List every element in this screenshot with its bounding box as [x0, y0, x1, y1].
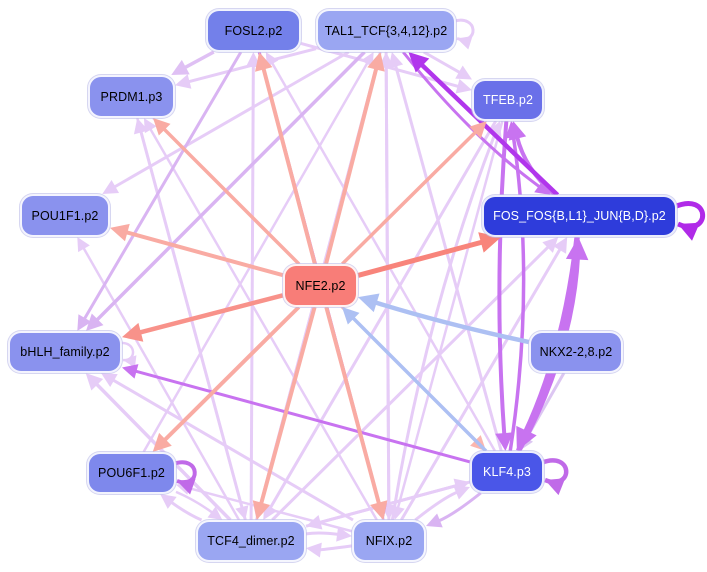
edge-TAL1-POU1F1 — [112, 50, 350, 189]
node-KLF4[interactable]: KLF4.p3 — [470, 451, 544, 493]
node-label: PRDM1.p3 — [100, 89, 163, 104]
node-TAL1[interactable]: TAL1_TCF{3,4,12}.p2 — [316, 9, 456, 52]
edge-NFIX-BHLH — [111, 378, 354, 522]
edge-NFE2-POU6F1 — [162, 305, 301, 443]
edge-FOS-TAL1 — [418, 61, 560, 197]
edge-TCF4-NFIX — [305, 531, 340, 537]
edge-TCF4-POU1F1 — [81, 246, 241, 521]
edge-TAL1-BHLH — [94, 50, 366, 323]
edge-FOSL2-PRDM1 — [182, 50, 215, 70]
node-TCF4[interactable]: TCF4_dimer.p2 — [196, 520, 306, 562]
edge-FOSL2-BHLH — [82, 51, 243, 321]
edge-POU6F1-TAL1 — [142, 61, 369, 453]
node-NKX[interactable]: NKX2-2,8.p2 — [529, 331, 623, 373]
edge-POU6F1-TCF4 — [175, 490, 214, 515]
edge-NFE2-FOSL2 — [261, 66, 317, 265]
node-BHLH[interactable]: bHLH_family.p2 — [8, 331, 122, 373]
node-label: TCF4_dimer.p2 — [207, 534, 295, 548]
node-label: TFEB.p2 — [482, 93, 534, 107]
node-FOSL2[interactable]: FOSL2.p2 — [206, 9, 301, 52]
node-label: FOSL2.p2 — [224, 23, 283, 38]
node-TFEB[interactable]: TFEB.p2 — [472, 79, 544, 121]
edge-NFIX-KLF4 — [414, 490, 459, 522]
node-POU6F1[interactable]: POU6F1.p2 — [87, 452, 176, 494]
edge-PRDM1-TCF4 — [136, 117, 244, 510]
node-label: NKX2-2,8.p2 — [539, 345, 613, 359]
edge-NKX-NFE2 — [373, 299, 530, 345]
node-PRDM1[interactable]: PRDM1.p3 — [88, 75, 175, 118]
node-label: POU6F1.p2 — [98, 466, 165, 480]
node-label: FOS_FOS{B,L1}_JUN{B,D}.p2 — [493, 209, 666, 223]
node-NFE2[interactable]: NFE2.p2 — [283, 264, 358, 307]
node-label: NFE2.p2 — [295, 278, 346, 293]
edge-KLF4-NFE2 — [350, 315, 488, 453]
edge-NFE2-PRDM1 — [161, 126, 301, 266]
node-label: bHLH_family.p2 — [20, 345, 110, 359]
edge-NFE2-TAL1 — [324, 66, 379, 265]
edge-NFIX-TCF4 — [318, 544, 353, 552]
edge-TFEB-KLF4 — [497, 120, 509, 436]
edge-KLF4-TFEB — [508, 134, 526, 452]
edge-KLF4-TAL1 — [393, 63, 503, 452]
edge-TFEB-NFIX — [396, 120, 504, 510]
edge-TFEB-TCF4 — [268, 120, 498, 510]
edge-NFIX-FOS — [400, 247, 563, 521]
node-label: POU1F1.p2 — [31, 208, 99, 223]
node-FOS[interactable]: FOS_FOS{B,L1}_JUN{B,D}.p2 — [482, 195, 677, 237]
edge-NFE2-FOS — [357, 239, 485, 278]
edge-TCF4-FOSL2 — [249, 64, 255, 521]
node-label: NFIX.p2 — [365, 534, 413, 548]
node-label: KLF4.p3 — [483, 465, 531, 479]
edge-TAL1-NFIX — [384, 51, 391, 508]
edge-KLF4-NFIX — [437, 491, 482, 523]
edge-TAL1-TFEB — [422, 50, 462, 75]
edge-TCF4-POU6F1 — [169, 500, 203, 522]
edge-TCF4-FOS — [271, 244, 551, 522]
edge-NFIX-PRDM1 — [148, 127, 378, 521]
edge-NFE2-TCF4 — [258, 306, 317, 506]
edge-NFE2-NFIX — [324, 306, 382, 506]
edge-NFE2-POU1F1 — [124, 229, 284, 278]
edge-TAL1-PRDM1 — [186, 47, 317, 84]
edge-NFE2-TFEB — [341, 129, 479, 266]
node-NFIX[interactable]: NFIX.p2 — [352, 520, 426, 562]
node-POU1F1[interactable]: POU1F1.p2 — [20, 194, 110, 237]
node-label: TAL1_TCF{3,4,12}.p2 — [324, 23, 448, 38]
edge-NFE2-BHLH — [137, 293, 284, 336]
edge-KLF4-BHLH — [133, 369, 471, 464]
